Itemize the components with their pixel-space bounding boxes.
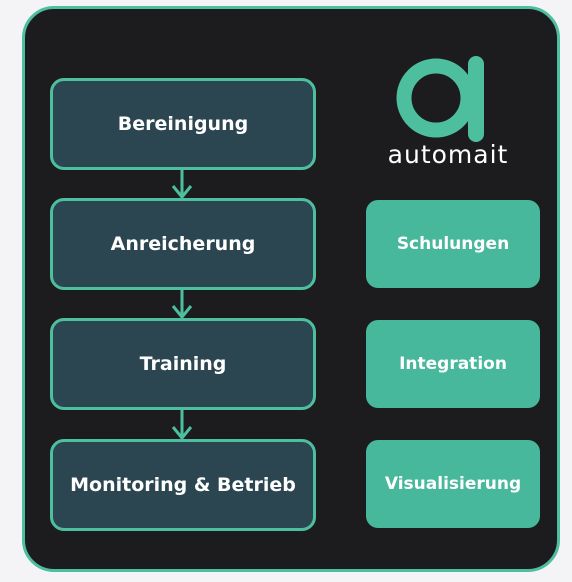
arrow-down-icon (171, 168, 193, 200)
arrow-down-icon (171, 408, 193, 441)
step-label: Training (139, 353, 227, 375)
step-label: Anreicherung (110, 233, 256, 255)
service-visualisierung: Visualisierung (366, 440, 540, 528)
logo-wordmark: automait (387, 140, 509, 169)
service-integration: Integration (366, 320, 540, 408)
arrow-down-icon (171, 288, 193, 320)
service-label: Schulungen (396, 234, 510, 254)
service-schulungen: Schulungen (366, 200, 540, 288)
service-label: Visualisierung (384, 474, 522, 494)
step-label: Monitoring & Betrieb (70, 474, 296, 496)
service-label: Integration (399, 354, 507, 374)
step-monitoring-betrieb: Monitoring & Betrieb (50, 439, 316, 531)
step-bereinigung: Bereinigung (50, 78, 316, 170)
step-training: Training (50, 318, 316, 410)
step-label: Bereinigung (117, 113, 249, 135)
step-anreicherung: Anreicherung (50, 198, 316, 290)
automait-logo-icon (396, 56, 484, 142)
